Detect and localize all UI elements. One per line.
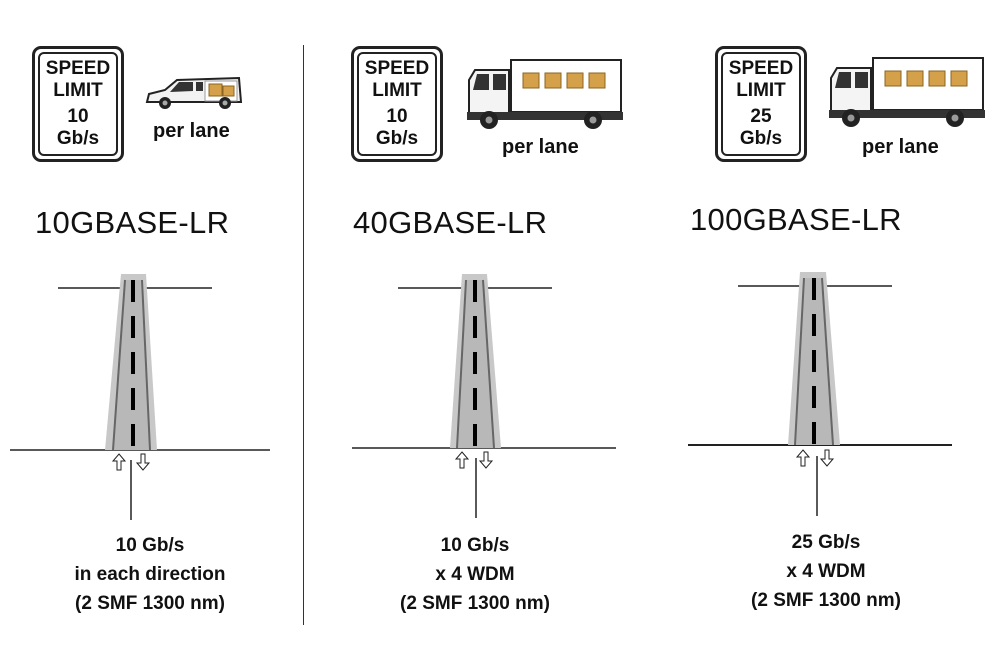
sign-line: LIMIT	[53, 80, 103, 101]
sign-line: SPEED	[364, 58, 430, 79]
bidirectional-arrows-icon	[454, 451, 494, 518]
per-lane-label: per lane	[502, 136, 579, 158]
speed-limit-sign: SPEED LIMIT 25 Gb/s	[715, 46, 807, 162]
standard-title: 10GBASE-LR	[35, 205, 230, 240]
per-lane-label: per lane	[153, 120, 230, 142]
bidirectional-arrows-icon	[795, 449, 835, 516]
sign-line: SPEED	[45, 58, 111, 79]
caption-fiber: (2 SMF 1300 nm)	[75, 593, 225, 614]
bidirectional-arrows-icon	[111, 453, 151, 520]
per-lane-label: per lane	[862, 136, 939, 158]
highway-road	[10, 274, 270, 451]
caption-detail: x 4 WDM	[786, 561, 866, 582]
speed-limit-sign: SPEED LIMIT 10 Gb/s	[351, 46, 443, 162]
sign-unit: Gb/s	[739, 128, 783, 149]
sign-speed: 10	[386, 106, 408, 127]
highway-road	[688, 272, 952, 446]
truck-icon	[467, 59, 623, 129]
sign-unit: Gb/s	[375, 128, 419, 149]
truck-icon	[829, 57, 985, 127]
rate-caption: 25 Gb/s x 4 WDM (2 SMF 1300 nm)	[676, 528, 976, 615]
sign-line: SPEED	[728, 58, 794, 79]
speed-limit-sign: SPEED LIMIT 10 Gb/s	[32, 46, 124, 162]
standard-title: 40GBASE-LR	[353, 205, 548, 240]
sign-speed: 25	[750, 106, 772, 127]
sign-line: LIMIT	[372, 80, 422, 101]
standard-title: 100GBASE-LR	[690, 202, 902, 237]
caption-rate: 10 Gb/s	[440, 535, 510, 556]
car-icon	[145, 76, 243, 109]
caption-fiber: (2 SMF 1300 nm)	[751, 590, 901, 611]
rate-caption: 10 Gb/s x 4 WDM (2 SMF 1300 nm)	[325, 531, 625, 618]
caption-fiber: (2 SMF 1300 nm)	[400, 593, 550, 614]
caption-rate: 10 Gb/s	[115, 535, 185, 556]
caption-detail: x 4 WDM	[435, 564, 515, 585]
caption-detail: in each direction	[74, 564, 226, 585]
sign-unit: Gb/s	[56, 128, 100, 149]
panel-divider	[303, 45, 304, 625]
caption-rate: 25 Gb/s	[791, 532, 861, 553]
sign-speed: 10	[67, 106, 89, 127]
sign-line: LIMIT	[736, 80, 786, 101]
highway-road	[352, 274, 616, 449]
rate-caption: 10 Gb/s in each direction (2 SMF 1300 nm…	[0, 531, 300, 618]
